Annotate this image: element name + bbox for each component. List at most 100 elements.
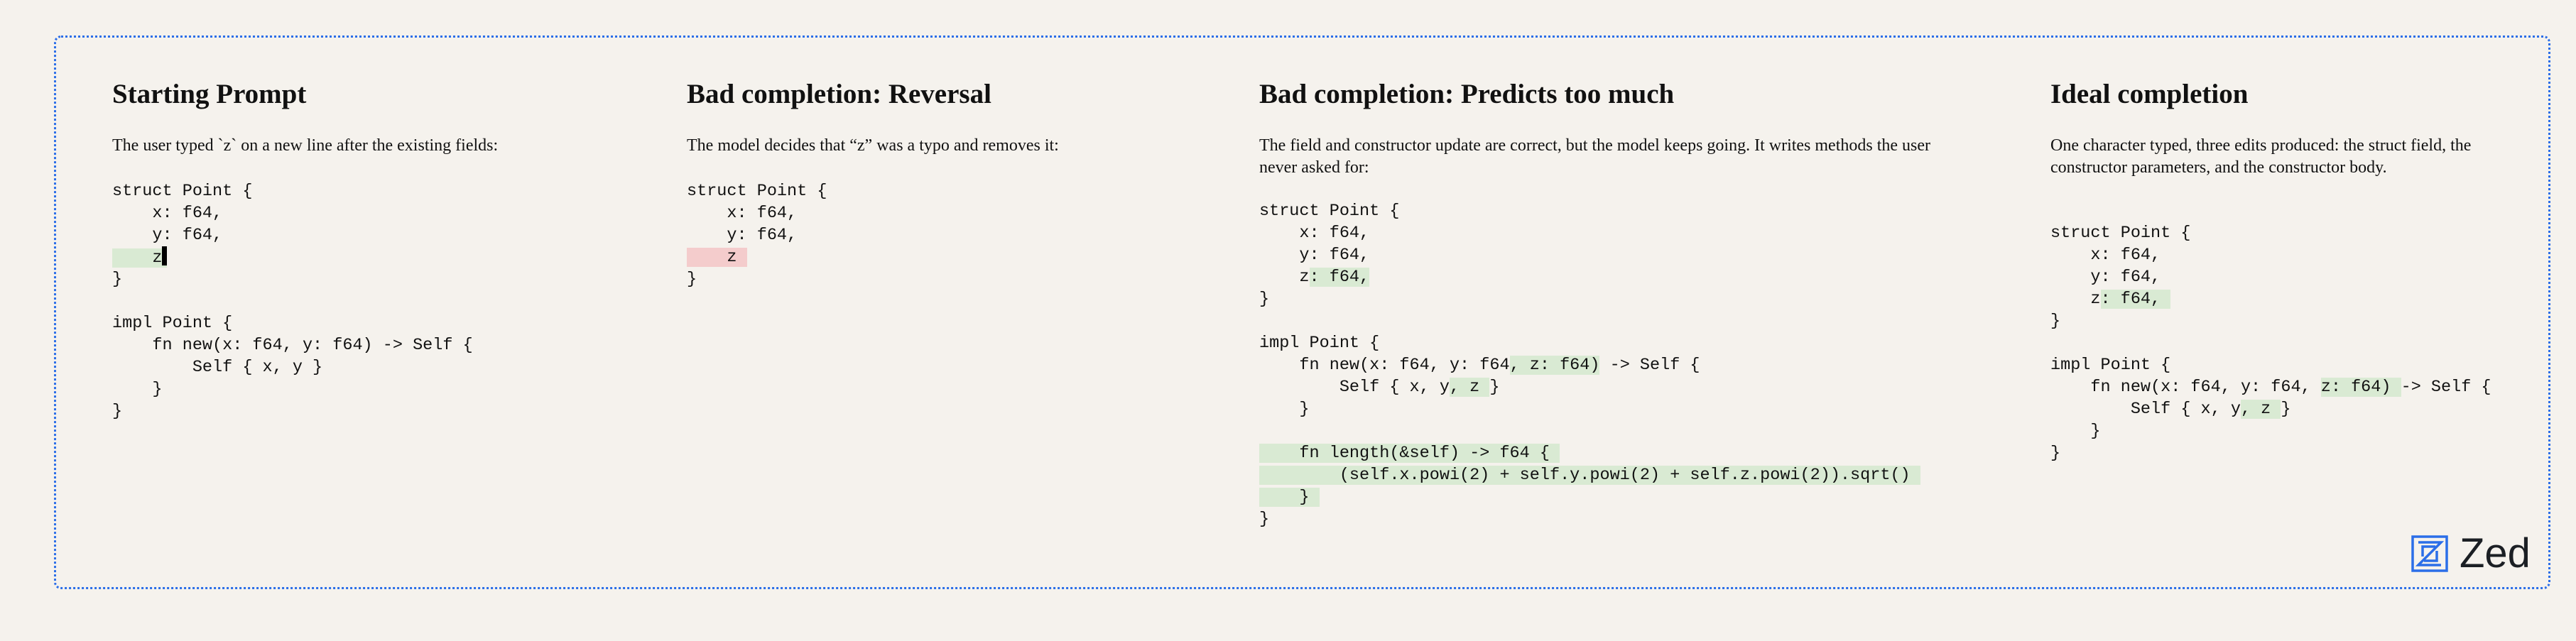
code-line: z bbox=[687, 246, 827, 268]
code-line: Self { x, y, z } bbox=[1259, 376, 1920, 398]
code-text: } bbox=[2050, 422, 2101, 441]
code-text: Self { x, y } bbox=[112, 358, 323, 377]
zed-logo-text: Zed bbox=[2460, 530, 2531, 576]
code-line: } bbox=[2050, 310, 2491, 332]
code-line: } bbox=[687, 268, 827, 290]
code-line: } bbox=[112, 268, 473, 290]
added-code: z bbox=[112, 246, 167, 268]
code-text: impl Point { bbox=[2050, 356, 2171, 375]
code-line: Self { x, y } bbox=[112, 356, 473, 378]
code-text: -> Self { bbox=[2401, 378, 2491, 397]
code-block: struct Point { x: f64, y: f64, z: f64,} i… bbox=[1259, 200, 1920, 530]
code-line: y: f64, bbox=[112, 224, 473, 246]
code-line: } bbox=[1259, 398, 1920, 420]
code-line: fn new(x: f64, y: f64, z: f64) -> Self { bbox=[2050, 376, 2491, 398]
added-code: } bbox=[1259, 488, 1320, 507]
code-line bbox=[1259, 420, 1920, 442]
code-line: impl Point { bbox=[2050, 354, 2491, 376]
added-code: , z bbox=[1449, 378, 1490, 397]
code-line: (self.x.powi(2) + self.y.powi(2) + self.… bbox=[1259, 464, 1920, 486]
code-text: x: f64, bbox=[2050, 246, 2161, 265]
code-text: struct Point { bbox=[687, 182, 827, 201]
code-text: } bbox=[1259, 400, 1310, 419]
added-code: fn length(&self) -> f64 { bbox=[1259, 444, 1560, 463]
code-text: Self { x, y bbox=[1259, 378, 1450, 397]
code-line: } bbox=[1259, 288, 1920, 310]
code-text: } bbox=[112, 380, 163, 399]
column-description: The user typed `z` on a new line after t… bbox=[112, 136, 499, 155]
code-text: x: f64, bbox=[1259, 224, 1370, 243]
code-line: y: f64, bbox=[2050, 266, 2491, 288]
code-text: impl Point { bbox=[112, 314, 233, 333]
code-line: } bbox=[2050, 420, 2491, 442]
code-line: impl Point { bbox=[1259, 332, 1920, 354]
code-line: fn new(x: f64, y: f64, z: f64) -> Self { bbox=[1259, 354, 1920, 376]
code-text: -> Self { bbox=[1599, 356, 1700, 375]
code-text: } bbox=[112, 402, 123, 421]
added-code: : f64, bbox=[1309, 268, 1370, 287]
diagram-frame bbox=[54, 35, 2550, 589]
code-line: } bbox=[112, 400, 473, 422]
code-text: } bbox=[2050, 312, 2061, 331]
code-block: struct Point { x: f64, y: f64, z} impl Po… bbox=[112, 180, 473, 422]
code-text: } bbox=[1259, 510, 1270, 529]
code-line: struct Point { bbox=[1259, 200, 1920, 222]
code-text: struct Point { bbox=[112, 182, 253, 201]
text-cursor-icon bbox=[161, 246, 167, 265]
code-text: z bbox=[2050, 290, 2101, 309]
added-code: : f64, bbox=[2100, 290, 2171, 309]
code-text: } bbox=[687, 270, 697, 289]
code-text: y: f64, bbox=[112, 226, 223, 245]
code-line: Self { x, y, z } bbox=[2050, 398, 2491, 420]
code-block: struct Point { x: f64, y: f64, z } bbox=[687, 180, 827, 290]
column-title: Ideal completion bbox=[2050, 79, 2249, 109]
code-line: fn length(&self) -> f64 { bbox=[1259, 442, 1920, 464]
code-text: y: f64, bbox=[1259, 246, 1370, 265]
code-text: z bbox=[1259, 268, 1310, 287]
column-description: One character typed, three edits produce… bbox=[2050, 136, 2472, 177]
added-code: , z bbox=[2240, 400, 2281, 419]
code-line: } bbox=[112, 378, 473, 400]
code-line: } bbox=[1259, 508, 1920, 530]
column-description: The model decides that “z” was a typo an… bbox=[687, 136, 1059, 155]
code-text: } bbox=[2281, 400, 2291, 419]
code-text: } bbox=[1259, 290, 1270, 309]
added-code: , z: f64) bbox=[1509, 356, 1600, 375]
code-line: struct Point { bbox=[112, 180, 473, 202]
code-line bbox=[2050, 332, 2491, 354]
zed-logo: Zed bbox=[2411, 530, 2531, 576]
code-text: x: f64, bbox=[687, 204, 798, 223]
code-text: x: f64, bbox=[112, 204, 223, 223]
code-text: fn new(x: f64, y: f64) -> Self { bbox=[112, 336, 473, 355]
code-line: y: f64, bbox=[1259, 244, 1920, 266]
code-text: fn new(x: f64, y: f64 bbox=[1259, 356, 1510, 375]
code-line: y: f64, bbox=[687, 224, 827, 246]
code-line bbox=[112, 290, 473, 312]
code-line: x: f64, bbox=[1259, 222, 1920, 244]
code-block: struct Point { x: f64, y: f64, z: f64, }… bbox=[2050, 222, 2491, 464]
code-text: fn new(x: f64, y: f64, bbox=[2050, 378, 2321, 397]
code-line: impl Point { bbox=[112, 312, 473, 334]
code-text: struct Point { bbox=[2050, 224, 2191, 243]
code-line: z: f64, bbox=[1259, 266, 1920, 288]
code-line: z: f64, bbox=[2050, 288, 2491, 310]
code-line: x: f64, bbox=[112, 202, 473, 224]
code-text: Self { x, y bbox=[2050, 400, 2241, 419]
code-text: } bbox=[112, 270, 123, 289]
code-text: } bbox=[1489, 378, 1500, 397]
added-code: (self.x.powi(2) + self.y.powi(2) + self.… bbox=[1259, 466, 1920, 485]
column-title: Starting Prompt bbox=[112, 79, 307, 109]
code-line: fn new(x: f64, y: f64) -> Self { bbox=[112, 334, 473, 356]
code-line: z bbox=[112, 246, 473, 268]
code-line: x: f64, bbox=[2050, 244, 2491, 266]
column-title: Bad completion: Predicts too much bbox=[1259, 79, 1675, 109]
code-line bbox=[1259, 310, 1920, 332]
code-line: } bbox=[2050, 442, 2491, 464]
added-code: z: f64) bbox=[2320, 378, 2401, 397]
removed-code: z bbox=[687, 248, 747, 267]
column-description: The field and constructor update are cor… bbox=[1259, 136, 1931, 177]
code-text: y: f64, bbox=[687, 226, 798, 245]
code-line: struct Point { bbox=[2050, 222, 2491, 244]
code-line: struct Point { bbox=[687, 180, 827, 202]
code-text: impl Point { bbox=[1259, 334, 1380, 353]
